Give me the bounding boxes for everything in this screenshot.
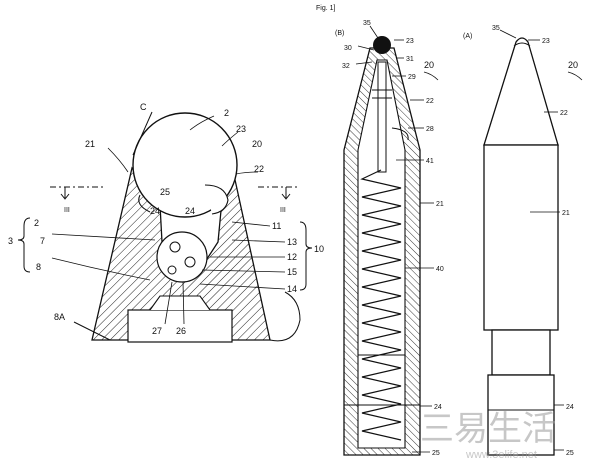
watermark: 三易生活 www.3elife.net <box>420 410 556 461</box>
label-b-25: 25 <box>432 450 440 457</box>
label-a-24: 24 <box>566 404 574 411</box>
view-a-label: (A) <box>463 33 472 40</box>
bottom-cavity <box>127 309 233 343</box>
tip-ball <box>373 36 391 54</box>
label-b-32: 32 <box>342 63 350 70</box>
label-8a: 8A <box>54 312 65 322</box>
label-20: 20 <box>252 139 262 149</box>
left-detail-view: C 2 23 20 21 22 25 24 24 11 III III 2 7 … <box>8 102 324 343</box>
label-24-left: 24 <box>150 206 160 216</box>
label-b-24: 24 <box>434 404 442 411</box>
pen-cone <box>483 37 559 146</box>
label-b-30: 30 <box>344 45 352 52</box>
label-a-21: 21 <box>562 210 570 217</box>
label-14: 14 <box>287 284 297 294</box>
label-a-22: 22 <box>560 110 568 117</box>
label-8: 8 <box>36 262 41 272</box>
label-a-23: 23 <box>542 38 550 45</box>
label-11: 11 <box>272 221 281 231</box>
label-a-20: 20 <box>568 60 578 70</box>
pen-rear <box>491 329 551 376</box>
view-b-label: (B) <box>335 30 344 37</box>
label-iii-right: III <box>280 207 286 214</box>
label-a-35: 35 <box>492 25 500 32</box>
label-22: 22 <box>254 164 264 174</box>
label-25: 25 <box>160 187 170 197</box>
label-12: 12 <box>287 252 297 262</box>
label-b-40: 40 <box>436 266 444 273</box>
label-2-brace: 2 <box>34 218 39 228</box>
label-21: 21 <box>85 139 95 149</box>
watermark-chinese: 三易生活 <box>420 410 556 448</box>
label-15: 15 <box>287 267 297 277</box>
label-b-21: 21 <box>436 201 444 208</box>
small-ball <box>156 231 208 283</box>
pen-end <box>487 374 555 456</box>
label-27: 27 <box>152 326 162 336</box>
label-b-35: 35 <box>363 20 371 27</box>
label-7: 7 <box>40 236 45 246</box>
label-a-25: 25 <box>566 450 574 457</box>
view-a-outside: (A) 35 23 20 22 21 24 25 <box>463 25 578 457</box>
inner-bore <box>357 59 406 449</box>
label-24-right: 24 <box>185 206 195 216</box>
label-b-22: 22 <box>426 98 434 105</box>
label-13: 13 <box>287 237 297 247</box>
watermark-url: www.3elife.net <box>465 449 537 461</box>
label-2-top: 2 <box>224 108 229 118</box>
label-b-31: 31 <box>406 56 414 63</box>
label-3: 3 <box>8 236 13 246</box>
view-b-cross-section: (B) 35 23 <box>335 20 444 457</box>
label-b-41: 41 <box>426 158 434 165</box>
label-10: 10 <box>314 244 324 254</box>
label-b-29: 29 <box>408 74 416 81</box>
label-26: 26 <box>176 326 186 336</box>
label-c: C <box>140 102 147 112</box>
label-b-28: 28 <box>426 126 434 133</box>
figure-title: Fig. 1] <box>316 5 336 12</box>
label-b-20: 20 <box>424 60 434 70</box>
coil-spring <box>360 169 402 441</box>
label-23: 23 <box>236 124 246 134</box>
label-iii-left: III <box>64 207 70 214</box>
label-b-23: 23 <box>406 38 414 45</box>
pen-barrel <box>483 144 559 331</box>
